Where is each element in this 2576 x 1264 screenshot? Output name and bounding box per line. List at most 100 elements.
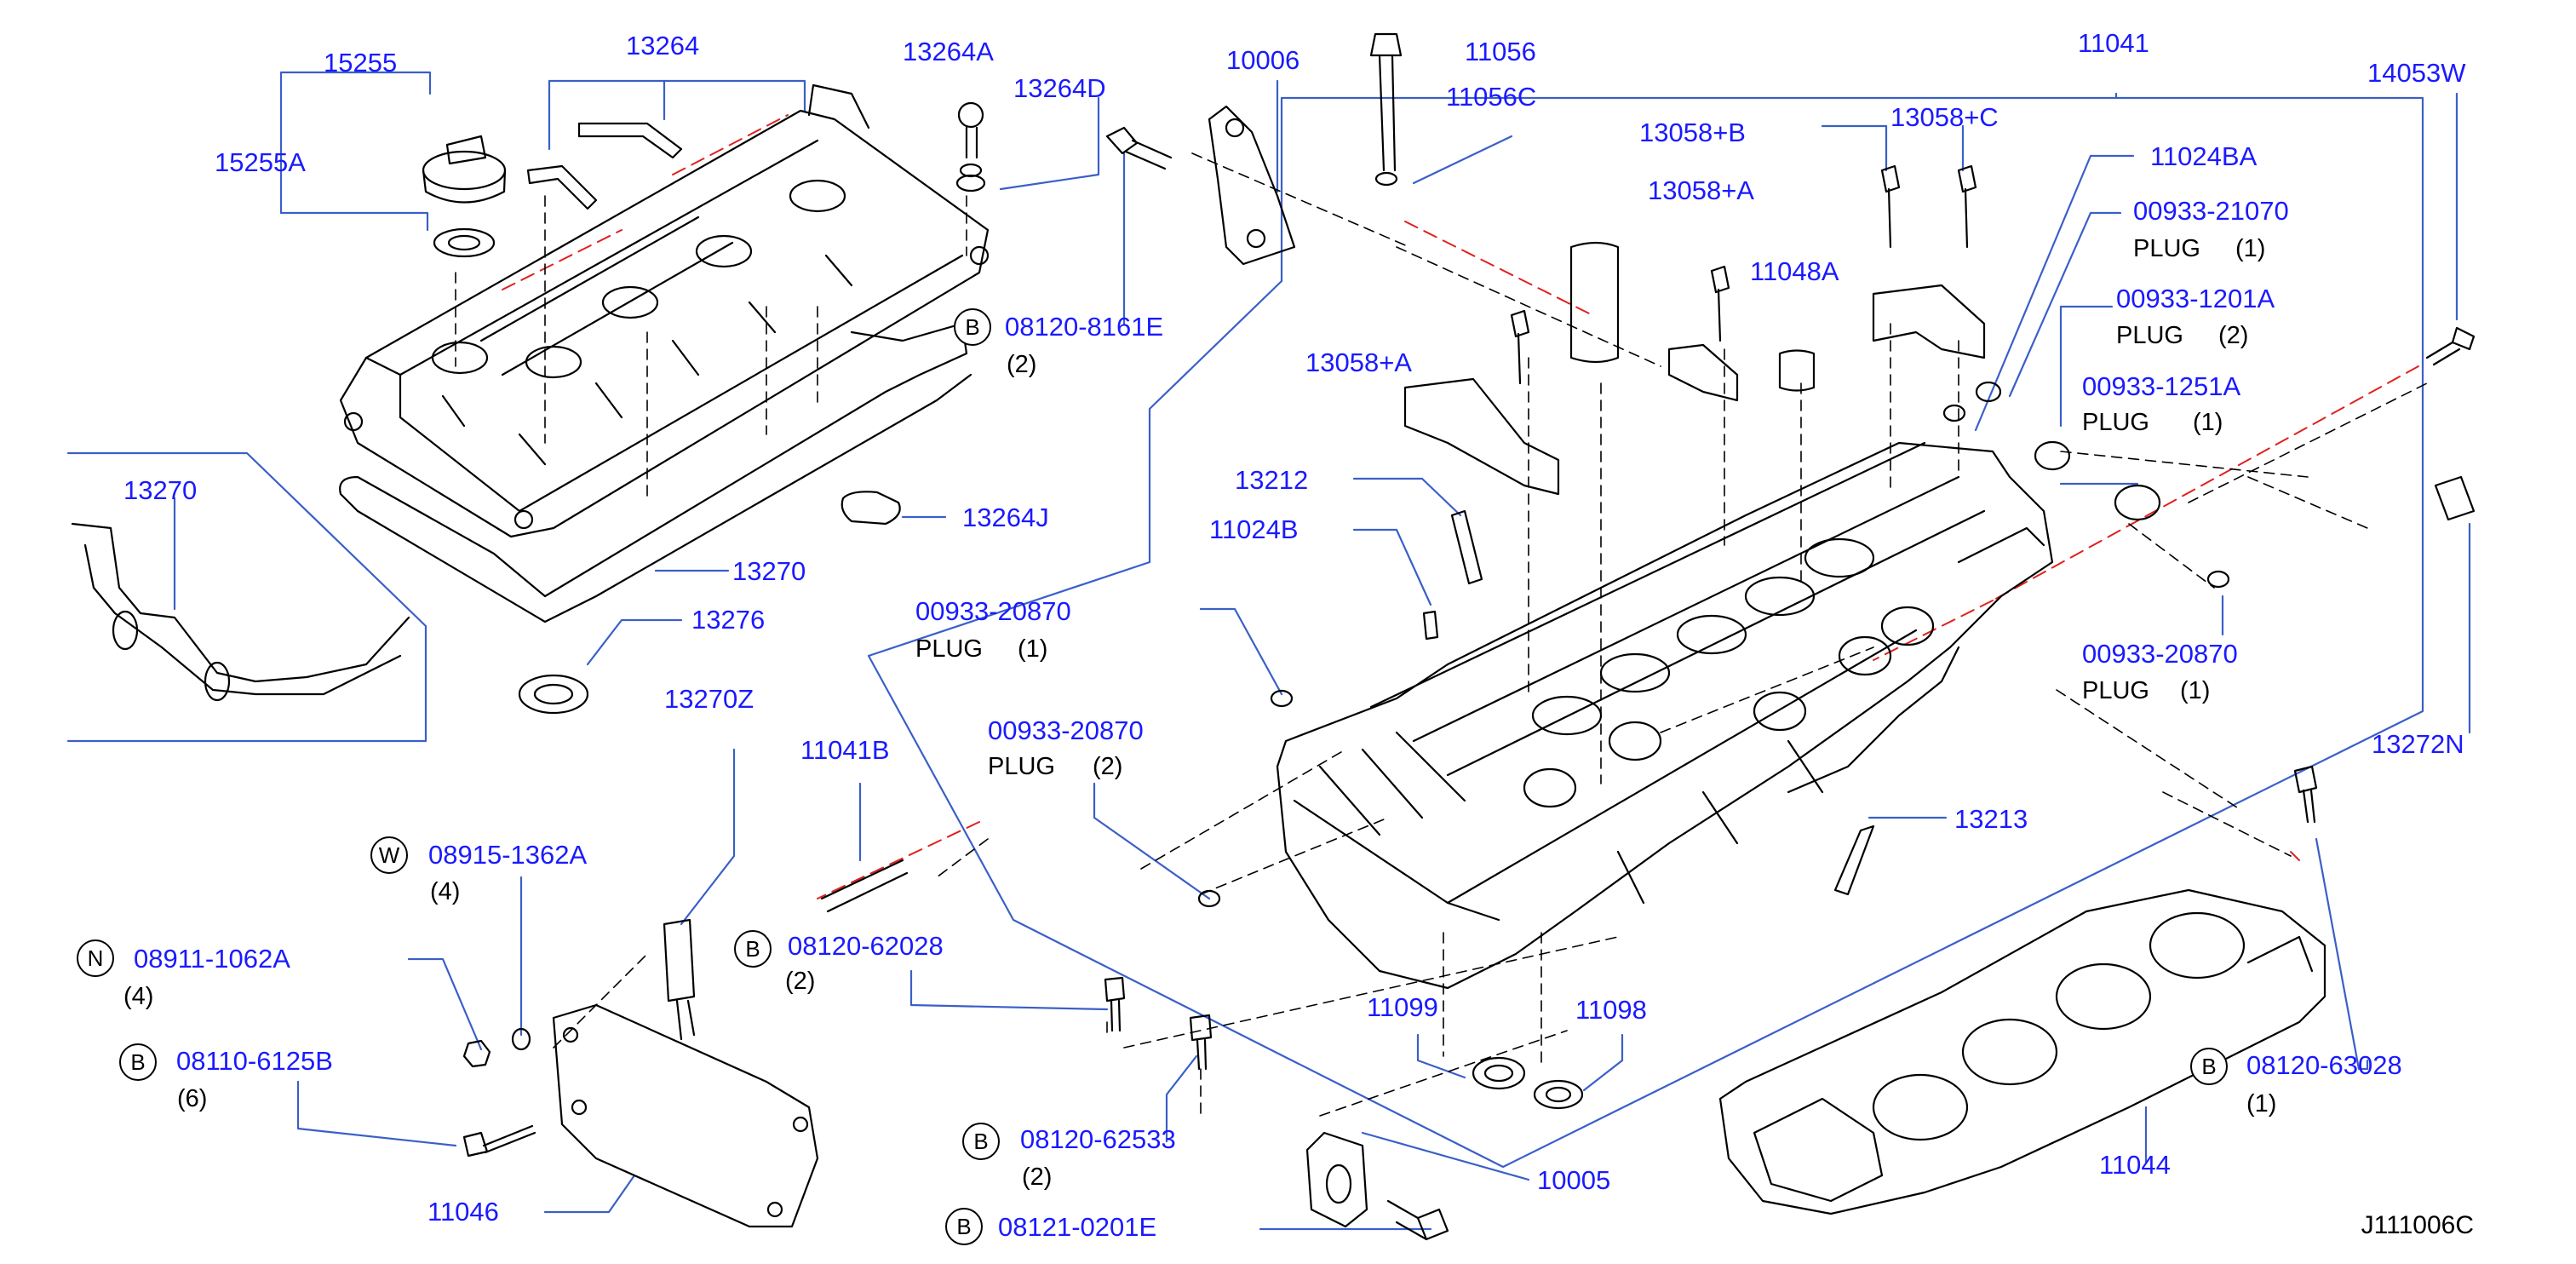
label-11044: 11044 bbox=[2099, 1150, 2171, 1180]
plug-text-1201A: PLUG bbox=[2116, 322, 2183, 349]
diagram-code: J111006C bbox=[2361, 1211, 2474, 1239]
seal-11048A bbox=[1778, 349, 1816, 392]
label-13212: 13212 bbox=[1235, 465, 1309, 495]
filler-cap bbox=[422, 135, 507, 258]
cover-gasket bbox=[339, 322, 972, 623]
badge-w1: W bbox=[370, 836, 408, 874]
bolt-13058-a2 bbox=[1510, 309, 1530, 385]
bolt-13058-c bbox=[1957, 164, 1977, 249]
qty-1362A: (4) bbox=[430, 878, 461, 905]
pcv-hose bbox=[577, 122, 683, 159]
label-13058A-2: 13058+A bbox=[1305, 348, 1412, 377]
qty-20870-b: (2) bbox=[1093, 753, 1123, 780]
label-00933-1201A: 00933-1201A bbox=[2116, 284, 2275, 313]
sensor-13270Z bbox=[663, 918, 696, 1041]
bolt-13058-a1 bbox=[1710, 265, 1730, 342]
plug-1251A bbox=[2114, 484, 2161, 521]
bolt-08110-6125B bbox=[462, 1124, 536, 1158]
label-11099: 11099 bbox=[1367, 992, 1438, 1022]
pin-13213 bbox=[1833, 824, 1875, 896]
label-08120-63028: 08120-63028 bbox=[2246, 1050, 2402, 1080]
badge-b4: B bbox=[2190, 1048, 2228, 1085]
bolt-13058-b bbox=[1880, 164, 1901, 249]
plug-text-21070: PLUG bbox=[2133, 235, 2200, 262]
cam-bracket-mid bbox=[1667, 343, 1739, 402]
bracket-10006 bbox=[1208, 105, 1296, 266]
label-08120-62533: 08120-62533 bbox=[1020, 1124, 1176, 1154]
bolt-13264A bbox=[955, 101, 986, 192]
seal-13276 bbox=[518, 674, 589, 715]
label-10005: 10005 bbox=[1537, 1165, 1611, 1195]
head-gasket-11044 bbox=[1718, 888, 2326, 1215]
plug-text-20870-a: PLUG bbox=[915, 635, 983, 663]
qty-1201A: (2) bbox=[2218, 322, 2249, 349]
badge-b5: B bbox=[962, 1123, 1000, 1160]
bolt-08120-63028 bbox=[2293, 765, 2318, 824]
pin-11024B bbox=[1422, 610, 1439, 641]
stud-11041B bbox=[820, 859, 909, 913]
plug-20870-b bbox=[1197, 889, 1221, 908]
badge-b2: B bbox=[734, 930, 772, 968]
label-00933-20870-r: 00933-20870 bbox=[2082, 639, 2238, 669]
label-00933-20870-b: 00933-20870 bbox=[988, 715, 1144, 745]
plug-20870-r bbox=[2206, 570, 2230, 589]
qty-6125B: (6) bbox=[177, 1085, 208, 1112]
label-00933-1251A: 00933-1251A bbox=[2082, 371, 2241, 401]
label-13270Z: 13270Z bbox=[664, 684, 754, 714]
gasket-13264J bbox=[840, 491, 901, 526]
qty-21070: (1) bbox=[2235, 235, 2266, 262]
badge-b3: B bbox=[119, 1043, 157, 1081]
plug-21070 bbox=[1975, 381, 2002, 403]
cam-bracket-right bbox=[1872, 284, 1986, 359]
label-13058A-1: 13058+A bbox=[1648, 175, 1754, 205]
label-13264D: 13264D bbox=[1013, 73, 1106, 103]
label-10006: 10006 bbox=[1226, 45, 1300, 75]
label-13264: 13264 bbox=[626, 31, 700, 60]
seal-11098 bbox=[1533, 1079, 1584, 1110]
qty-8161E: (2) bbox=[1007, 351, 1037, 378]
cylinder-head bbox=[1276, 441, 2054, 990]
bolt-08120-62533 bbox=[1189, 1014, 1213, 1071]
rocker-cover bbox=[339, 83, 990, 538]
label-13058C: 13058+C bbox=[1890, 102, 1999, 132]
qty-20870-a: (1) bbox=[1018, 635, 1048, 663]
label-11024B: 11024B bbox=[1209, 514, 1299, 544]
label-13270-inset: 13270 bbox=[123, 475, 198, 505]
label-11041B: 11041B bbox=[800, 735, 890, 765]
plug-20870-a bbox=[1270, 689, 1294, 708]
label-08110-6125B: 08110-6125B bbox=[176, 1046, 333, 1076]
stud-11056 bbox=[1369, 32, 1403, 172]
label-08911-1062A: 08911-1062A bbox=[134, 944, 290, 974]
label-08120-8161E: 08120-8161E bbox=[1005, 312, 1164, 342]
inset-gasket bbox=[71, 522, 410, 696]
label-00933-20870-a: 00933-20870 bbox=[915, 596, 1071, 626]
plate-13272N bbox=[2434, 475, 2476, 521]
bolt-08120-62028 bbox=[1104, 976, 1126, 1032]
plug-1201A bbox=[2034, 440, 2071, 471]
bolt-08120-8161E bbox=[1105, 126, 1173, 170]
label-11056: 11056 bbox=[1465, 37, 1536, 66]
label-13272N: 13272N bbox=[2372, 729, 2464, 759]
bolt-14053W bbox=[2425, 326, 2476, 366]
plug-text-1251A: PLUG bbox=[2082, 409, 2149, 436]
label-13270: 13270 bbox=[732, 556, 806, 586]
plug-text-20870-b: PLUG bbox=[988, 753, 1055, 780]
label-13264J: 13264J bbox=[962, 503, 1049, 532]
rear-cover-11046 bbox=[552, 1003, 819, 1228]
cam-bracket-left bbox=[1403, 377, 1560, 496]
qty-62028: (2) bbox=[785, 968, 816, 995]
label-11056C: 11056C bbox=[1446, 82, 1537, 112]
label-08120-62028: 08120-62028 bbox=[788, 931, 944, 961]
seal-11099 bbox=[1472, 1056, 1526, 1090]
pcv-hose-2 bbox=[526, 164, 598, 210]
label-08121-0201E: 08121-0201E bbox=[998, 1212, 1157, 1242]
label-11098: 11098 bbox=[1575, 995, 1647, 1025]
dowel-cylinder bbox=[1569, 241, 1620, 364]
nut-08911 bbox=[462, 1039, 491, 1068]
badge-n1: N bbox=[77, 939, 114, 977]
label-00933-21070: 00933-21070 bbox=[2133, 196, 2289, 226]
label-13276: 13276 bbox=[691, 605, 766, 635]
part-drawings bbox=[71, 32, 2476, 1241]
label-11048A: 11048A bbox=[1750, 256, 1839, 286]
